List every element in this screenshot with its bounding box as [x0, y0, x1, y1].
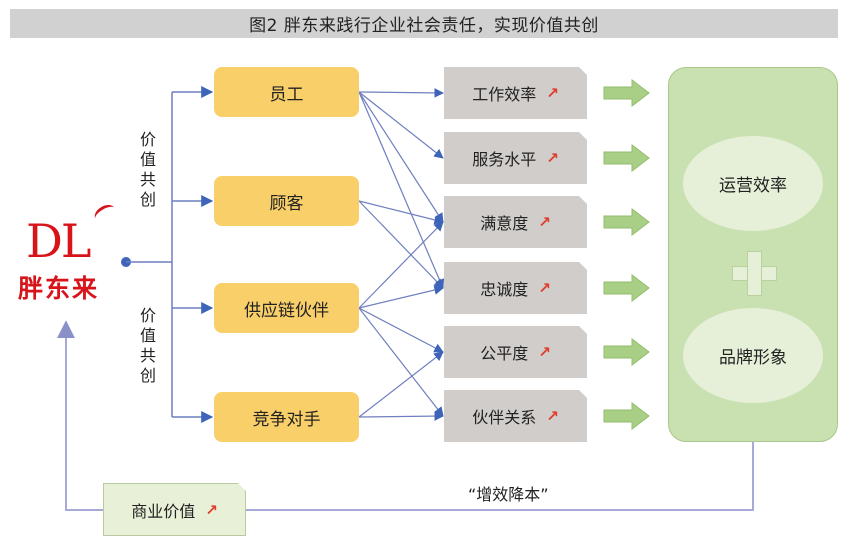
block-arrow-loyalty	[603, 273, 650, 303]
plus-icon	[732, 251, 777, 296]
block-arrow-partnership	[603, 401, 650, 431]
outcome-label: 公平度	[480, 344, 529, 363]
outcome-work-efficiency: 工作效率 ↗	[444, 67, 587, 119]
link-customer-to-loyalty	[358, 200, 444, 289]
link-employee-to-service_level	[358, 91, 444, 159]
stakeholder-supply-partner: 供应链伙伴	[214, 283, 359, 333]
result-operating-efficiency: 运营效率	[683, 136, 823, 231]
results-panel: 运营效率 品牌形象	[668, 67, 838, 442]
link-employee-to-loyalty	[358, 91, 445, 289]
outcome-satisfaction: 满意度 ↗	[444, 196, 587, 248]
block-arrow-satisfaction	[603, 207, 650, 237]
logo-letters: DL	[26, 214, 91, 268]
block-arrow-work_efficiency	[603, 78, 650, 108]
outcome-label: 伙伴关系	[472, 408, 537, 427]
link-supply_partner-to-loyalty	[358, 285, 444, 309]
business-value-label: 商业价值	[131, 501, 196, 521]
stakeholder-employee: 员工	[214, 67, 359, 117]
business-value-box: 商业价值 ↗	[103, 483, 246, 536]
link-supply_partner-to-partnership	[358, 307, 444, 417]
feedback-line-left	[57, 320, 103, 511]
link-employee-to-work_efficiency	[358, 88, 444, 98]
trend-up-icon: ↗	[546, 149, 559, 167]
side-label-lower: 价值共创	[140, 306, 157, 385]
outcome-partnership: 伙伴关系 ↗	[444, 390, 587, 442]
trend-up-icon: ↗	[538, 213, 551, 231]
stakeholder-competitor: 竞争对手	[214, 392, 359, 442]
outcome-label: 工作效率	[472, 85, 537, 104]
link-competitor-to-partnership	[358, 411, 444, 421]
outcome-label: 满意度	[480, 214, 529, 233]
trend-up-icon: ↗	[538, 343, 551, 361]
block-arrow-fairness	[603, 337, 650, 367]
trend-up-icon: ↗	[205, 500, 218, 519]
link-customer-to-satisfaction	[358, 200, 444, 225]
outcome-label: 服务水平	[472, 150, 537, 169]
link-employee-to-satisfaction	[358, 91, 444, 223]
result-brand-image: 品牌形象	[683, 308, 823, 403]
stakeholder-customer: 顾客	[214, 176, 359, 226]
outcome-fairness: 公平度 ↗	[444, 326, 587, 378]
slogan-text: “增效降本”	[468, 485, 549, 504]
link-supply_partner-to-fairness	[358, 307, 444, 353]
feedback-line-right	[246, 442, 754, 511]
outcome-service-level: 服务水平 ↗	[444, 132, 587, 184]
trend-up-icon: ↗	[546, 407, 559, 425]
trend-up-icon: ↗	[546, 84, 559, 102]
pangdonglai-logo: DL 胖东来	[18, 201, 133, 316]
outcome-label: 忠诚度	[480, 280, 529, 299]
logo-name: 胖东来	[18, 274, 100, 303]
link-supply_partner-to-satisfaction	[358, 221, 444, 309]
logo-accent-mark	[91, 201, 119, 226]
block-arrow-service_level	[603, 143, 650, 173]
figure-title: 图2 胖东来践行企业社会责任，实现价值共创	[10, 9, 838, 38]
side-label-upper: 价值共创	[140, 130, 157, 209]
link-competitor-to-fairness	[358, 351, 444, 418]
trend-up-icon: ↗	[538, 279, 551, 297]
outcome-loyalty: 忠诚度 ↗	[444, 262, 587, 314]
